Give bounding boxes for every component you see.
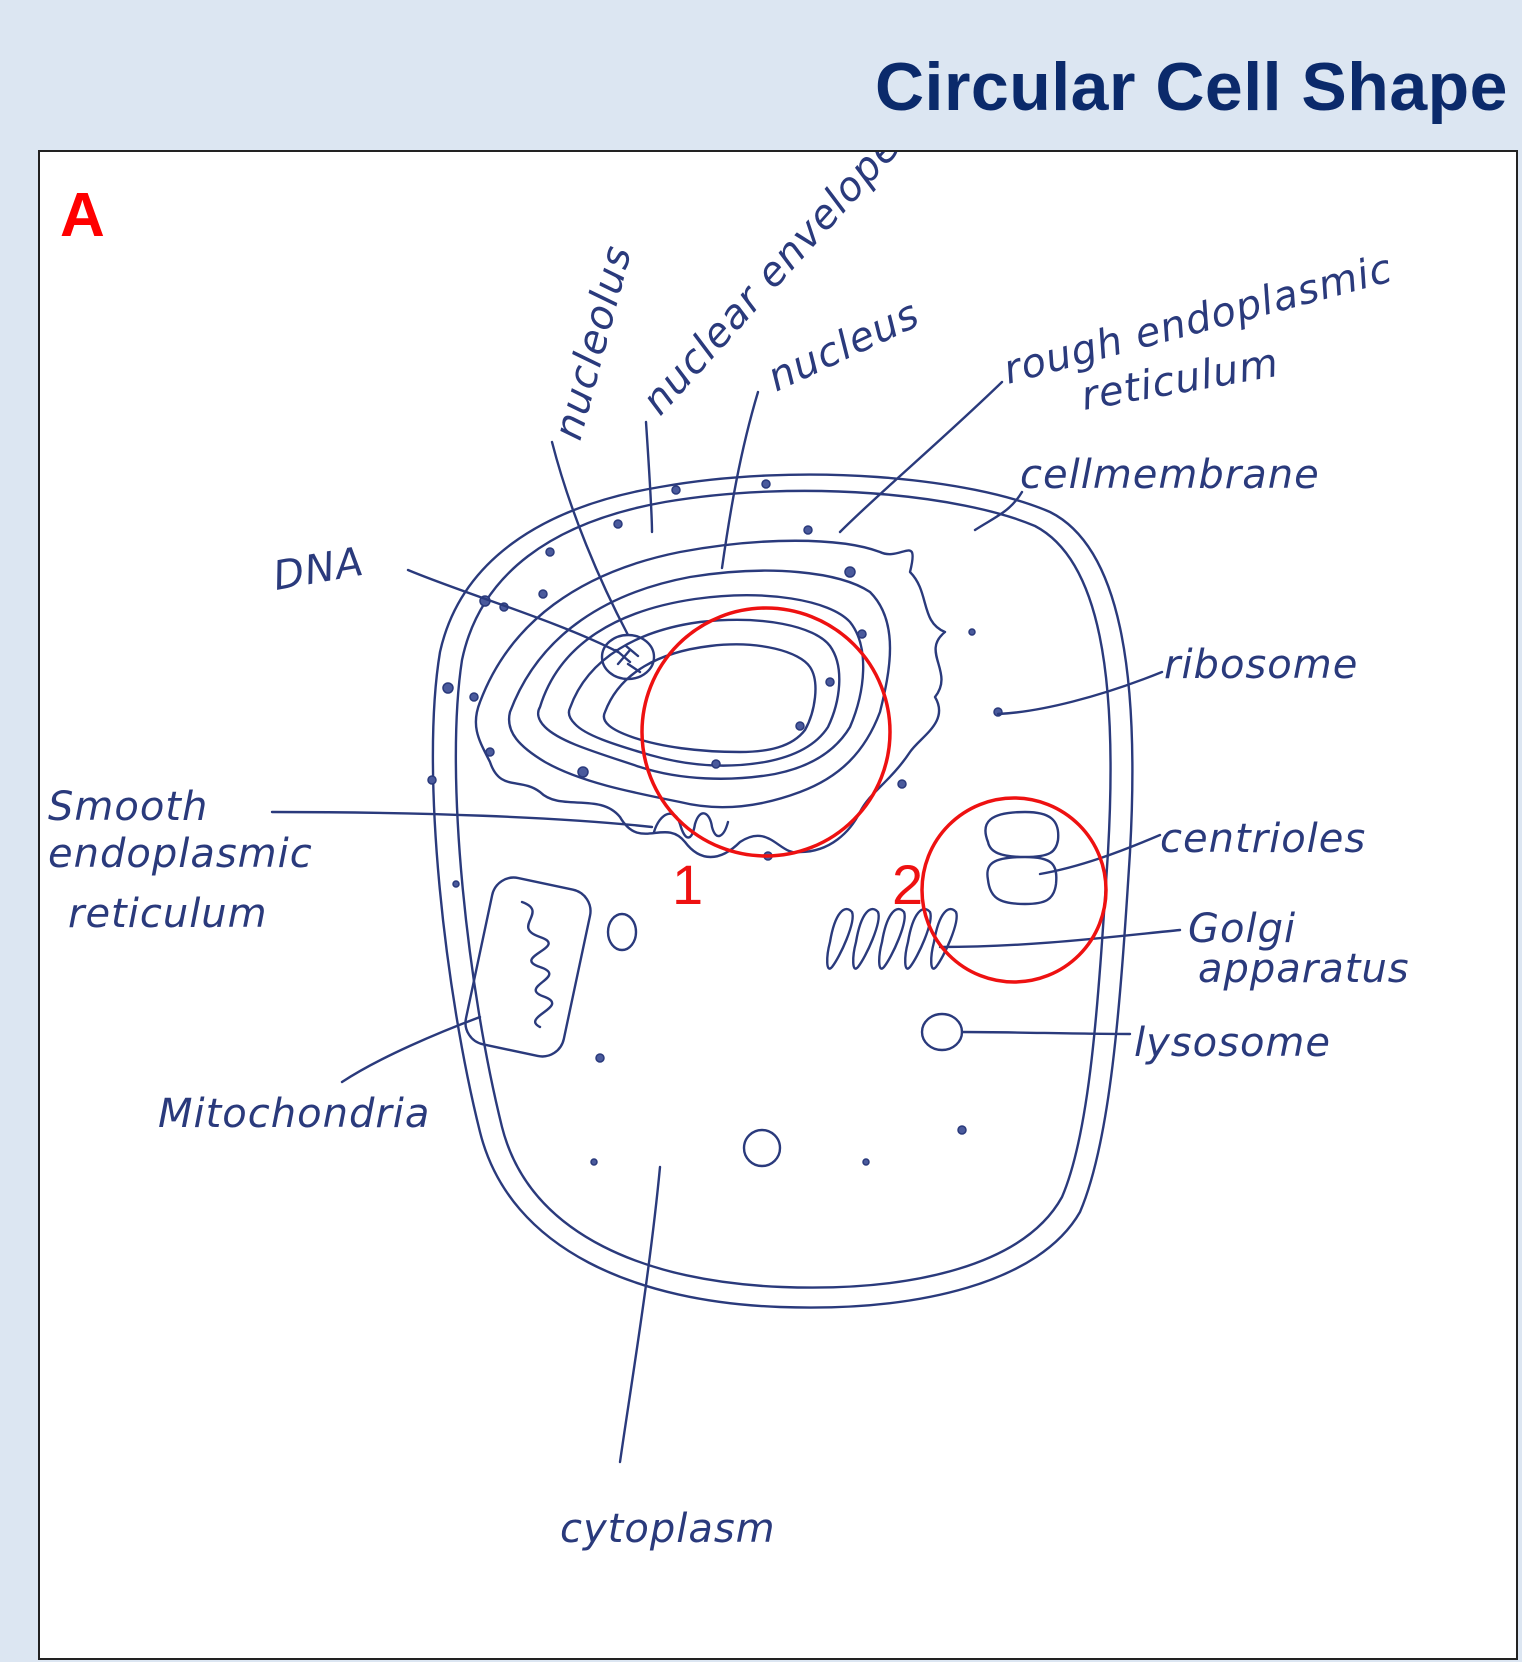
label-lysosome: lysosome: [1134, 1020, 1331, 1066]
highlight-number-2: 2: [892, 853, 923, 916]
highlight-circle-2: [922, 798, 1106, 982]
label-golgi-2: apparatus: [1198, 946, 1410, 992]
label-dna: DNA: [270, 539, 368, 600]
vacuole-small: [608, 914, 636, 950]
leader-cell-membrane: [975, 492, 1022, 530]
nucleus: [604, 644, 816, 752]
label-centrioles: centrioles: [1160, 816, 1366, 862]
slide-title: Circular Cell Shape: [875, 48, 1508, 126]
label-ribosome: ribosome: [1164, 642, 1358, 688]
leader-ribosome: [998, 672, 1162, 714]
leader-cytoplasm: [620, 1167, 660, 1462]
leader-nucleolus: [552, 442, 628, 635]
leader-nuclear-envelope: [646, 422, 652, 532]
cell-diagram: nucleolus nuclear envelope nucleus rough…: [40, 152, 1518, 1660]
label-smooth-er-2: endoplasmic: [48, 831, 313, 877]
label-mitochondria: Mitochondria: [158, 1091, 430, 1137]
leader-golgi: [940, 930, 1180, 947]
label-cell-membrane: cellmembrane: [1020, 452, 1320, 498]
mitochondria-cristae: [522, 902, 552, 1027]
label-nucleolus: nucleolus: [545, 240, 641, 444]
leader-mitochondria: [342, 1017, 480, 1082]
label-smooth-er-3: reticulum: [68, 891, 268, 937]
nucleolus: [602, 635, 654, 679]
label-cytoplasm: cytoplasm: [560, 1506, 776, 1552]
vesicle: [744, 1130, 780, 1166]
diagram-frame: A: [38, 150, 1518, 1660]
lysosome: [922, 1014, 962, 1050]
rough-er-middle: [509, 571, 890, 808]
highlight-circle-1: [642, 608, 890, 856]
centrioles: [985, 812, 1058, 904]
highlight-number-1: 1: [672, 853, 703, 916]
cell-membrane-outer: [433, 475, 1133, 1308]
label-smooth-er-1: Smooth: [48, 784, 208, 830]
leader-smooth-er: [272, 812, 652, 827]
smooth-er: [654, 813, 728, 837]
label-nucleus: nucleus: [761, 291, 927, 401]
leader-lysosome: [962, 1032, 1130, 1034]
rough-er-outer: [476, 541, 945, 857]
